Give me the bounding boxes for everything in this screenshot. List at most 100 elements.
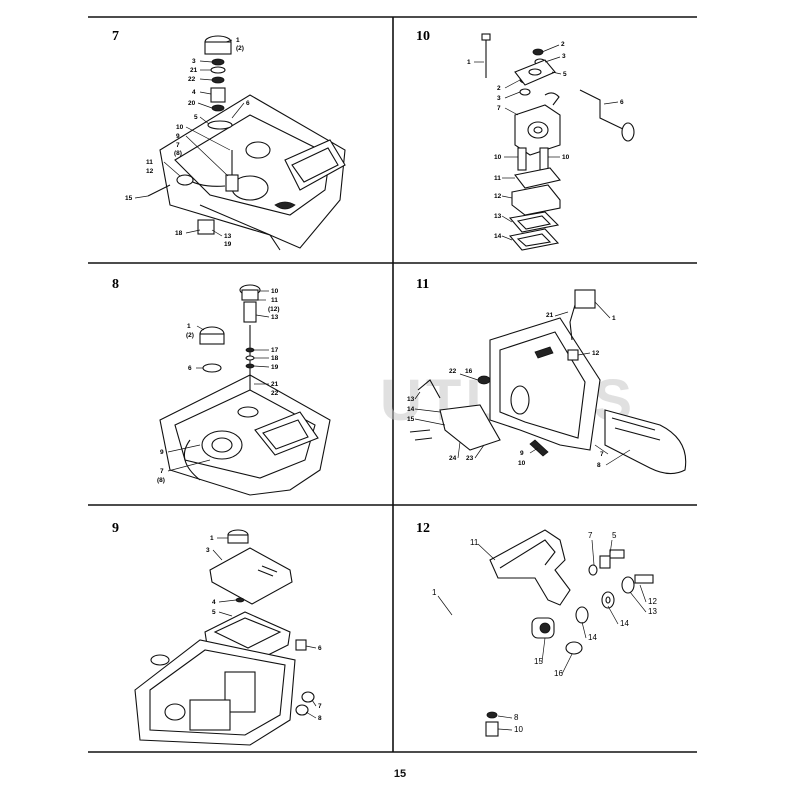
callout: 4 bbox=[192, 89, 196, 96]
callout: 21 bbox=[546, 312, 554, 319]
grip-drawing bbox=[604, 409, 687, 475]
callout: 13 bbox=[648, 607, 657, 616]
callout: 14 bbox=[588, 633, 597, 642]
panel-9: 9 1 3 4 5 6 7 8 bbox=[112, 521, 322, 746]
callout: 9 bbox=[176, 133, 180, 140]
callout: 16 bbox=[554, 669, 563, 678]
callout: 3 bbox=[206, 547, 210, 554]
callout: 10 bbox=[271, 288, 279, 295]
engine-housing-drawing bbox=[159, 94, 346, 249]
callout: 12 bbox=[592, 350, 600, 357]
callout: 15 bbox=[407, 416, 415, 423]
callout: 3 bbox=[192, 58, 196, 65]
callout: 5 bbox=[563, 71, 567, 78]
callout: 18 bbox=[271, 355, 279, 362]
callout: 12 bbox=[648, 597, 657, 606]
callout: 18 bbox=[175, 230, 183, 237]
page-number: 15 bbox=[393, 768, 407, 780]
callouts: 10 11 (12) 13 1 (2) 17 18 19 6 21 22 9 7… bbox=[157, 288, 280, 484]
panel-10: 10 1 2 3 2 3 5 7 6 10 bbox=[416, 29, 635, 251]
callout: 13 bbox=[224, 233, 232, 240]
callouts: 21 1 12 22 16 13 14 15 24 23 9 10 7 8 bbox=[407, 312, 616, 469]
callout: 19 bbox=[224, 241, 232, 248]
callout: 7 bbox=[600, 451, 604, 458]
callouts: 1 2 3 2 3 5 7 6 10 10 11 12 13 14 bbox=[467, 41, 624, 240]
callout: 24 bbox=[449, 455, 457, 462]
panel-number: 11 bbox=[416, 277, 429, 292]
callout: 1 bbox=[467, 59, 471, 66]
callout: 9 bbox=[160, 449, 164, 456]
callout: 6 bbox=[620, 99, 624, 106]
panel-7: 7 1 (2) 3 21 22 4 20 5 bbox=[112, 29, 346, 251]
panel-number: 8 bbox=[112, 277, 119, 292]
callout: 1 bbox=[236, 37, 240, 44]
callout: 11 bbox=[146, 159, 153, 166]
callout: 7 bbox=[160, 468, 164, 475]
engine-housing-drawing bbox=[159, 374, 331, 496]
callout: 16 bbox=[465, 368, 473, 375]
panel-12: 12 11 7 5 1 12 13 14 14 15 16 8 1 bbox=[416, 521, 657, 737]
callout: 7 bbox=[318, 703, 322, 710]
callout: 1 bbox=[432, 588, 437, 597]
callout: 21 bbox=[190, 67, 198, 74]
callout: 8 bbox=[318, 715, 322, 722]
callout: 5 bbox=[194, 114, 198, 121]
callout: 3 bbox=[497, 95, 501, 102]
callout: 22 bbox=[449, 368, 457, 375]
callout: 22 bbox=[271, 390, 279, 397]
callouts: 1 (2) 3 21 22 4 20 5 6 10 9 7 (8) 11 12 … bbox=[125, 37, 250, 248]
callout: 13 bbox=[407, 396, 415, 403]
callout: 8 bbox=[514, 713, 519, 722]
callout: 10 bbox=[518, 460, 526, 467]
callouts: 11 7 5 1 12 13 14 14 15 16 8 10 bbox=[432, 531, 657, 734]
callout: 5 bbox=[612, 531, 617, 540]
callout: 14 bbox=[494, 233, 502, 240]
callout: 21 bbox=[271, 381, 279, 388]
panel-number: 7 bbox=[112, 29, 119, 44]
panel-8: 8 10 11 (12) 13 1 (2) 17 18 19 6 21 22 bbox=[112, 277, 331, 496]
callout: 12 bbox=[146, 168, 154, 175]
callout: 11 bbox=[494, 175, 501, 182]
callout: 11 bbox=[271, 297, 278, 304]
callout: 10 bbox=[176, 124, 184, 131]
callout: 12 bbox=[494, 193, 502, 200]
callout: 13 bbox=[494, 213, 502, 220]
callout: 14 bbox=[407, 406, 415, 413]
callout: 7 bbox=[588, 531, 593, 540]
callout: 19 bbox=[271, 364, 279, 371]
panel-grid bbox=[88, 16, 697, 753]
callout: (12) bbox=[268, 306, 280, 313]
callout: 1 bbox=[210, 535, 214, 542]
callout: 4 bbox=[212, 599, 216, 606]
panel-number: 10 bbox=[416, 29, 430, 44]
callout: 2 bbox=[561, 41, 565, 48]
callout: 6 bbox=[246, 100, 250, 107]
callout: 15 bbox=[534, 657, 543, 666]
callout: 3 bbox=[562, 53, 566, 60]
callout: 14 bbox=[620, 619, 629, 628]
callout: 17 bbox=[271, 347, 279, 354]
callout: (8) bbox=[157, 477, 165, 484]
callout: 6 bbox=[318, 645, 322, 652]
callout: 7 bbox=[176, 142, 180, 149]
callout: 22 bbox=[188, 76, 196, 83]
callouts: 1 3 4 5 6 7 8 bbox=[206, 535, 322, 722]
callout: (8) bbox=[174, 150, 182, 157]
panel-number: 12 bbox=[416, 521, 430, 536]
callout: 10 bbox=[514, 725, 523, 734]
callout: 10 bbox=[494, 154, 502, 161]
callout: 5 bbox=[212, 609, 216, 616]
callout: 10 bbox=[562, 154, 570, 161]
callout: 2 bbox=[497, 85, 501, 92]
callout: (2) bbox=[236, 45, 244, 52]
callout: 11 bbox=[470, 538, 479, 547]
filter-cover-drawing bbox=[209, 547, 293, 605]
panel-number: 9 bbox=[112, 521, 119, 536]
callout: 20 bbox=[188, 100, 196, 107]
callout: 9 bbox=[520, 450, 524, 457]
callout: 7 bbox=[497, 105, 501, 112]
callout: 6 bbox=[188, 365, 192, 372]
hand-guard-drawing bbox=[489, 529, 571, 606]
panel-11: 11 21 1 12 22 16 13 14 15 24 23 9 bbox=[407, 277, 687, 475]
